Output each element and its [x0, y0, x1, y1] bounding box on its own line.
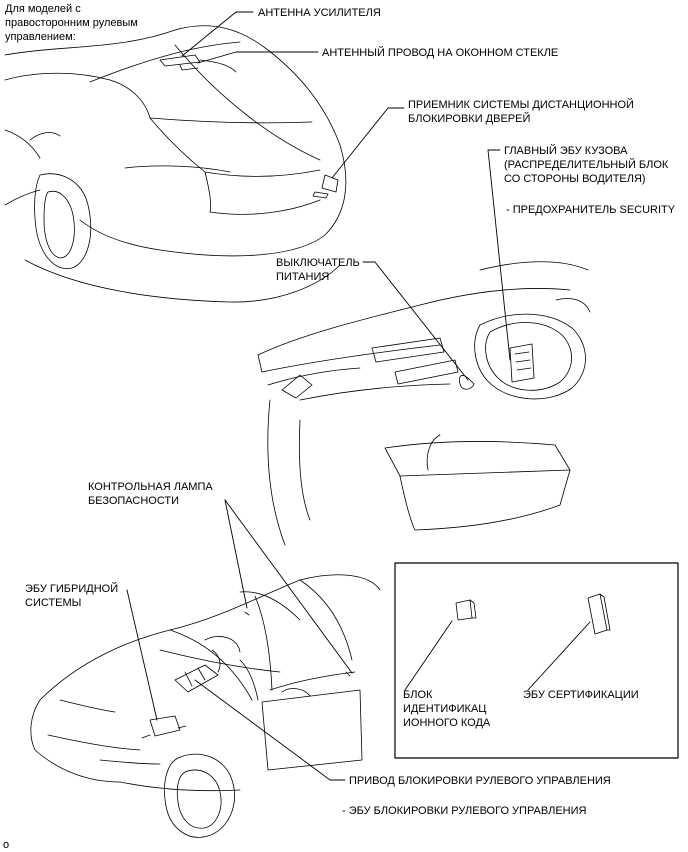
label-id-code-box-line-2: ИДЕНТИФИКАЦ [403, 703, 486, 715]
label-security-lamp-line-2: БЕЗОПАСНОСТИ [88, 495, 179, 507]
header-line-3: управлением: [5, 31, 76, 43]
diagram-labels: Для моделей с правосторонним рулевым упр… [3, 3, 676, 851]
label-security-lamp-line-1: КОНТРОЛЬНАЯ ЛАМПА [88, 481, 213, 493]
header-line-2: правосторонним рулевым [5, 17, 138, 29]
label-power-switch-line-2: ПИТАНИЯ [276, 271, 329, 283]
figure-code: o [3, 839, 9, 851]
label-antenna-wire: АНТЕННЫЙ ПРОВОД НА ОКОННОМ СТЕКЛЕ [322, 46, 558, 59]
label-id-code-box-line-1: БЛОК [403, 689, 433, 701]
label-body-ecu-line-2: (РАСПРЕДЕЛИТЕЛЬНЫЙ БЛОК [504, 158, 669, 171]
leader-lines [126, 11, 591, 781]
label-hybrid-ecu-line-1: ЭБУ ГИБРИДНОЙ [25, 582, 118, 595]
label-receiver-line-1: ПРИЕМНИК СИСТЕМЫ ДИСТАНЦИОННОЙ [408, 98, 634, 111]
header-line-1: Для моделей с [5, 3, 81, 15]
inset-components [455, 593, 611, 635]
label-body-ecu-line-1: ГЛАВНЫЙ ЭБУ КУЗОВА [504, 144, 628, 157]
label-receiver-line-2: БЛОКИРОВКИ ДВЕРЕЙ [408, 112, 530, 125]
label-id-code-box-line-3: ИОННОГО КОДА [403, 717, 491, 729]
label-hybrid-ecu-line-2: СИСТЕМЫ [25, 597, 81, 609]
label-antenna-amp: АНТЕННА УСИЛИТЕЛЯ [258, 7, 381, 19]
label-cert-ecu: ЭБУ СЕРТИФИКАЦИИ [523, 689, 639, 701]
inset-frame [394, 562, 679, 759]
front-car-drawing [30, 574, 381, 838]
label-power-switch-line-1: ВЫКЛЮЧАТЕЛЬ [276, 257, 360, 269]
label-body-ecu-line-3: СО СТОРОНЫ ВОДИТЕЛЯ) [504, 173, 646, 185]
dashboard-drawing [257, 261, 591, 546]
label-fuse: - ПРЕДОХРАНИТЕЛЬ SECURITY [506, 204, 676, 216]
label-steering-lock-ecu: - ЭБУ БЛОКИРОВКИ РУЛЕВОГО УПРАВЛЕНИЯ [342, 805, 587, 817]
label-steering-lock-actuator: ПРИВОД БЛОКИРОВКИ РУЛЕВОГО УПРАВЛЕНИЯ [349, 775, 611, 787]
